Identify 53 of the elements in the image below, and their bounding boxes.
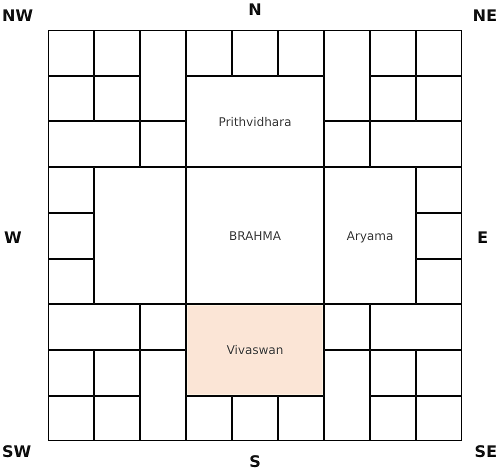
- compass-direction: NE: [472, 6, 497, 25]
- grid-cell: [94, 396, 140, 441]
- grid-cell: [278, 396, 324, 441]
- grid-cell: [416, 76, 462, 121]
- compass-direction: N: [248, 0, 262, 19]
- deity-cell: Vivaswan: [186, 304, 324, 396]
- grid-cell: [416, 167, 462, 213]
- grid-cell: [324, 30, 370, 121]
- grid-cell: [278, 30, 324, 76]
- grid-cell: [370, 30, 416, 76]
- grid-cell: [48, 396, 94, 441]
- grid-cell: [232, 396, 278, 441]
- grid-cell: [416, 30, 462, 76]
- grid-cell: [370, 121, 462, 167]
- grid-cell: [324, 350, 370, 441]
- grid-cell: [48, 76, 94, 121]
- compass-direction: SE: [474, 442, 497, 461]
- grid-cell: [140, 350, 186, 441]
- grid-cell: [416, 259, 462, 304]
- grid-cell: [416, 396, 462, 441]
- grid-cell: [48, 259, 94, 304]
- grid-cell: [94, 76, 140, 121]
- grid-cell: [94, 30, 140, 76]
- grid-cell: [48, 213, 94, 259]
- grid-cell: [324, 121, 370, 167]
- grid-cell: [186, 30, 232, 76]
- grid-cell: [94, 167, 186, 304]
- compass-direction: W: [4, 228, 22, 247]
- grid-cell: [370, 76, 416, 121]
- grid-cell: [186, 396, 232, 441]
- deity-cell: BRAHMA: [186, 167, 324, 304]
- grid-cell: [416, 350, 462, 396]
- compass-direction: SW: [2, 442, 32, 461]
- grid-cell: [416, 213, 462, 259]
- compass-direction: S: [249, 452, 261, 471]
- grid-cell: [48, 350, 94, 396]
- grid-cell: [232, 30, 278, 76]
- grid-cell: [140, 304, 186, 350]
- grid-cell: [94, 350, 140, 396]
- deity-cell: Aryama: [324, 167, 416, 304]
- grid-cell: [370, 350, 416, 396]
- grid-cell: [324, 304, 370, 350]
- grid-cell: [48, 304, 140, 350]
- compass-direction: E: [477, 228, 488, 247]
- grid-cell: [140, 30, 186, 121]
- deity-cell: Prithvidhara: [186, 76, 324, 167]
- compass-direction: NW: [2, 6, 34, 25]
- grid-cell: [140, 121, 186, 167]
- grid-cell: [48, 167, 94, 213]
- grid-cell: [48, 30, 94, 76]
- grid-cell: [370, 304, 462, 350]
- grid-cell: [48, 121, 140, 167]
- grid-cell: [370, 396, 416, 441]
